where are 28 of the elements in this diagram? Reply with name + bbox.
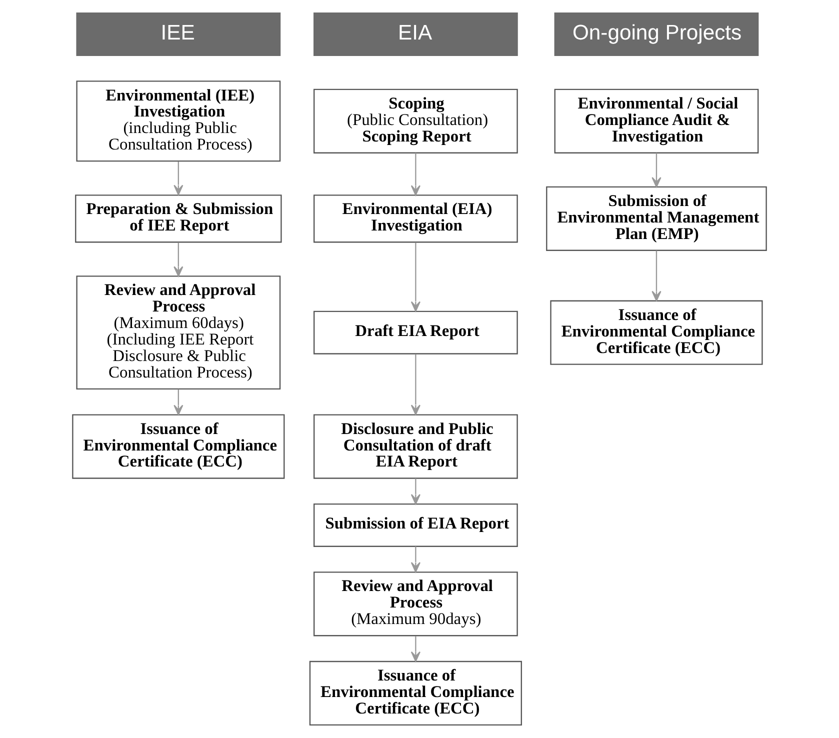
arrow: [410, 242, 420, 312]
node-box: On-going Projects: [554, 12, 759, 56]
node-box: Issuance of Environmental Compliance Certificate (ECC): [72, 414, 285, 479]
node-box: Disclosure and Public Consultation of draft EIA Report: [314, 414, 518, 479]
arrow: [410, 636, 420, 662]
node-box: Preparation & Submission of IEE Report: [75, 194, 282, 243]
arrow: [174, 389, 184, 416]
node-box: Review and Approval Process (Maximum 90days): [314, 572, 518, 636]
node-box: Environmental (EIA) Investigation: [314, 194, 518, 243]
arrow: [652, 152, 662, 188]
node-box: EIA: [314, 12, 518, 56]
node-box: IEE: [76, 12, 281, 56]
node-box: Draft EIA Report: [314, 310, 518, 354]
node-box: Submission of Environmental Management Plan (EMP): [546, 186, 767, 251]
node-box: Issuance of Environmental Compliance Certificate (ECC): [309, 660, 522, 726]
arrow: [652, 250, 662, 302]
arrow: [410, 478, 420, 505]
node-box: Issuance of Environmental Compliance Certificate (ECC): [550, 300, 763, 365]
node-box: Submission of EIA Report: [314, 504, 518, 547]
arrow: [174, 242, 184, 277]
node-box: Environmental (IEE) Investigation (including Public Consultation Process): [76, 80, 281, 162]
arrow: [410, 152, 420, 196]
node-box: Environmental / Social Compliance Audit & Investigation: [554, 88, 759, 154]
arrow: [410, 354, 420, 416]
node-box: Review and Approval Process (Maximum 60days) (Including IEE Report Disclosure & Public Consultation Process): [76, 276, 281, 390]
node-box: Scoping (Public Consultation) Scoping Report: [314, 88, 518, 154]
arrow: [174, 162, 184, 196]
arrow: [410, 546, 420, 572]
